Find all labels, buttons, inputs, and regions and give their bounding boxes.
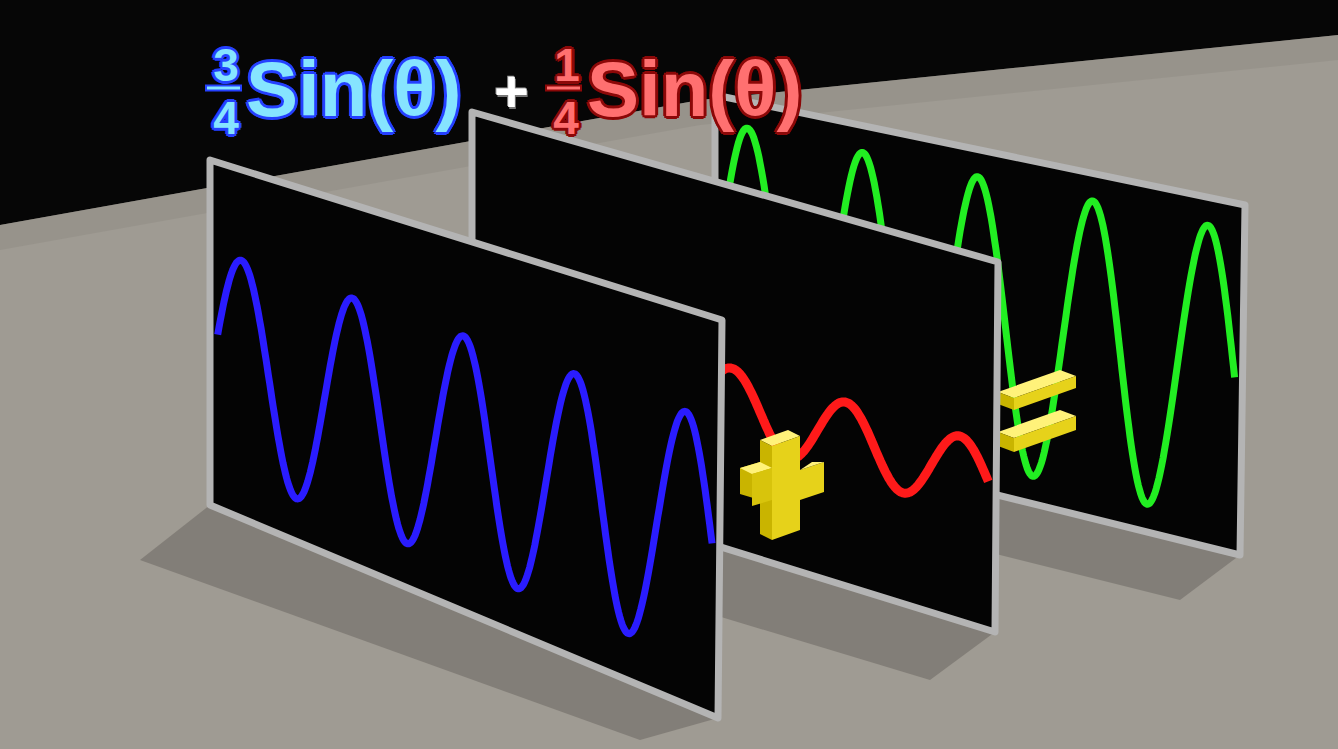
floor [0, 35, 1338, 749]
plus-symbol [740, 430, 824, 540]
display-panel [210, 160, 722, 718]
fraction-denominator: 4 [213, 95, 239, 141]
plus-sign: + [494, 62, 529, 122]
sine-wave [218, 260, 712, 634]
equals-symbol [998, 370, 1076, 452]
sine-term: Sin(θ) [587, 50, 802, 128]
front-layer [140, 160, 722, 740]
fraction-numerator: 1 [554, 42, 580, 88]
fraction-numerator: 3 [213, 42, 239, 88]
sine-term: Sin(θ) [246, 50, 461, 128]
fraction-denominator: 4 [553, 95, 579, 141]
